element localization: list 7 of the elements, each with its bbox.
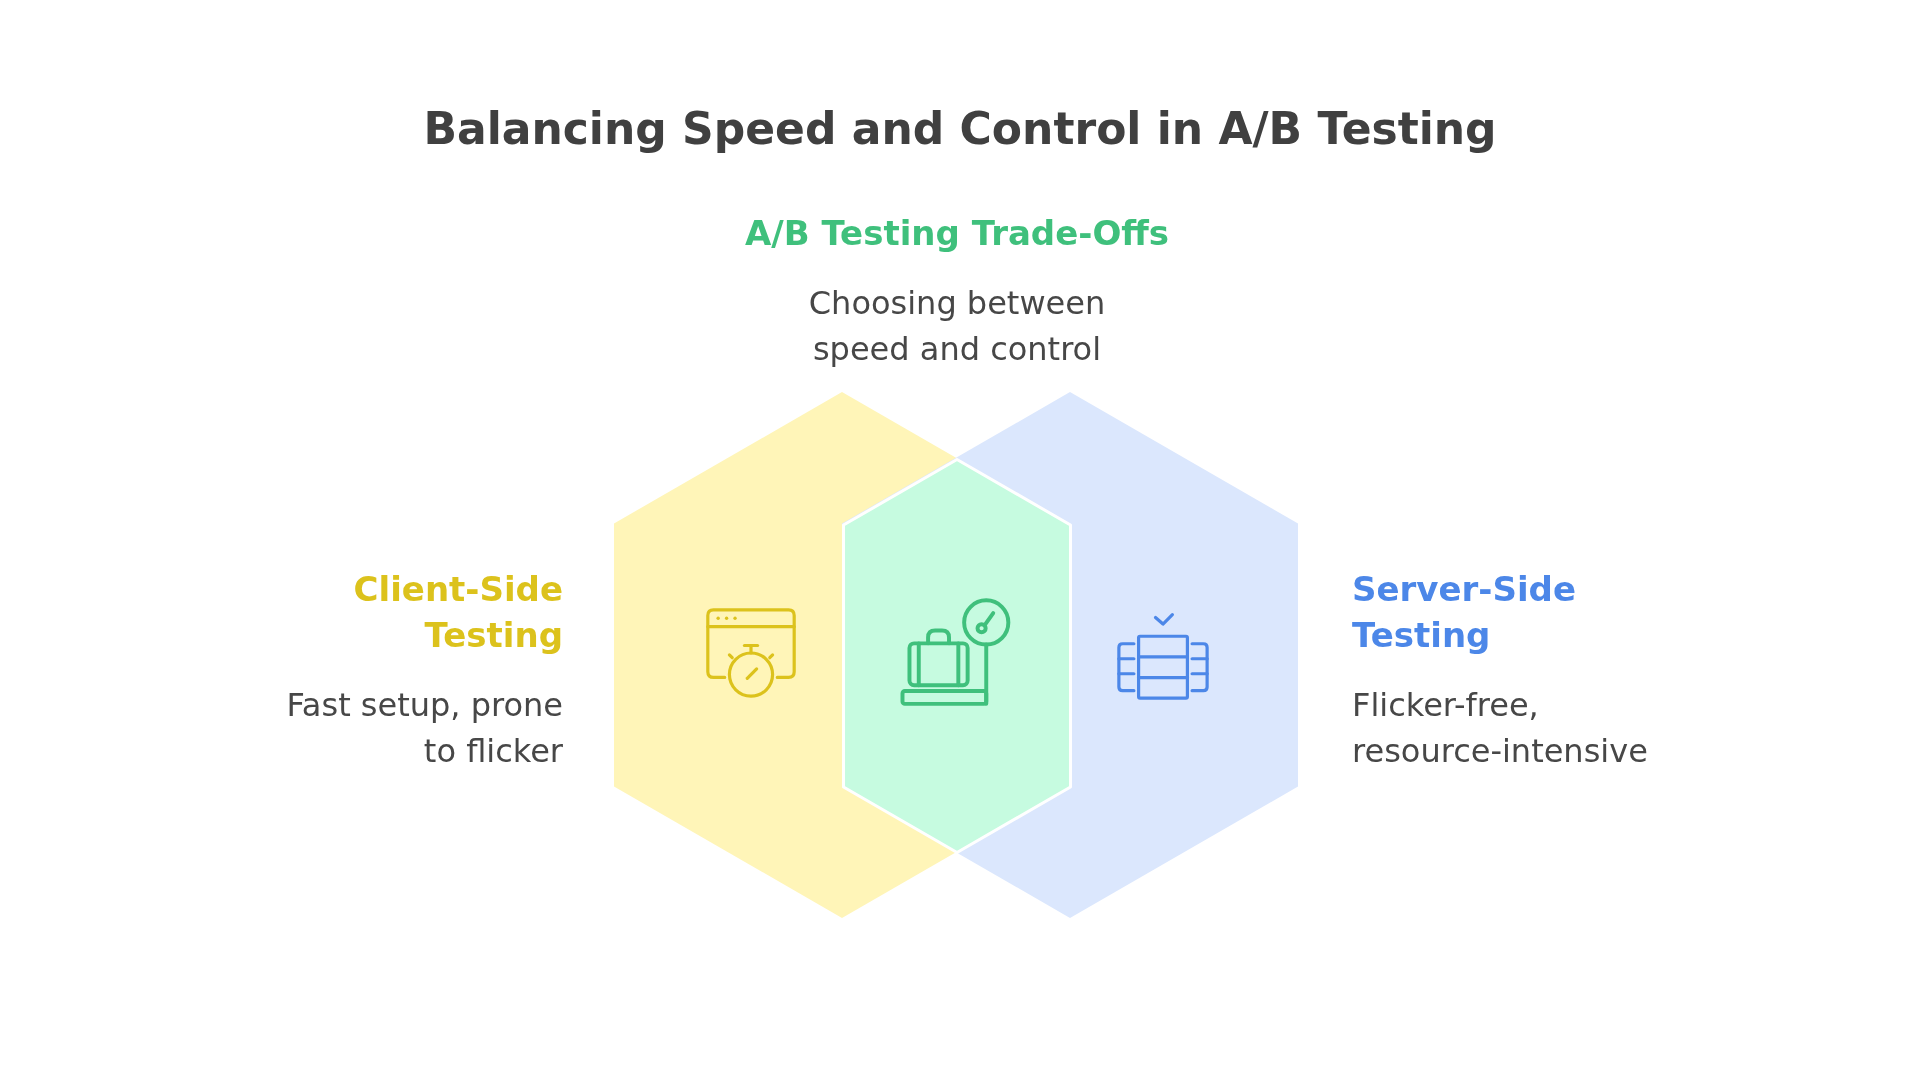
diagram-title: Balancing Speed and Control in A/B Testing — [423, 102, 1497, 156]
description-text: Fast setup, prone to flicker — [285, 685, 563, 772]
section-heading: A/B Testing Trade-Offs — [744, 212, 1170, 255]
description-text: Choosing between speed and control — [807, 283, 1107, 370]
section-heading: Client-Side Testing — [352, 568, 563, 657]
description-text: Flicker-free, resource-intensive — [1352, 685, 1649, 772]
section-heading: Server-Side Testing — [1352, 568, 1577, 657]
